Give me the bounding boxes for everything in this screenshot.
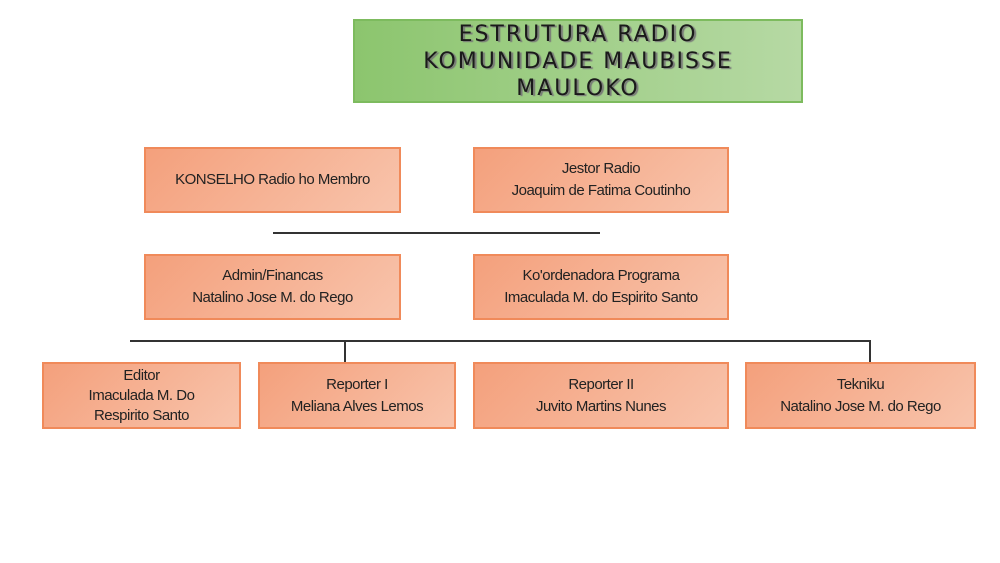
box-role: Jestor Radio xyxy=(561,160,641,177)
title-line: MAULOKO xyxy=(516,75,640,101)
box-role: Admin/Financas xyxy=(222,267,323,284)
box-person: Imaculada M. do Espirito Santo xyxy=(504,289,698,306)
connector-line xyxy=(273,232,600,234)
box-role: Reporter I xyxy=(326,375,388,393)
box-role: Editor xyxy=(123,366,160,384)
box-person: Natalino Jose M. do Rego xyxy=(192,289,353,306)
box-koordenadora: Ko'ordenadora Programa Imaculada M. do E… xyxy=(473,254,729,320)
title-line: ESTRUTURA RADIO xyxy=(458,21,698,47)
box-person: Meliana Alves Lemos xyxy=(290,397,424,415)
box-role: Tekniku xyxy=(836,375,885,393)
box-editor: Editor Imaculada M. Do Respirito Santo xyxy=(42,362,241,429)
box-reporter-2: Reporter II Juvito Martins Nunes xyxy=(473,362,729,429)
box-text: KONSELHO Radio ho Membro xyxy=(175,171,370,188)
box-person: Respirito Santo xyxy=(93,406,190,424)
box-role: Reporter II xyxy=(568,375,634,393)
connector-line xyxy=(130,340,871,342)
box-person: Natalino Jose M. do Rego xyxy=(780,397,941,415)
connector-line xyxy=(869,340,871,362)
box-konselho: KONSELHO Radio ho Membro xyxy=(144,147,401,213)
title-line: KOMUNIDADE MAUBISSE xyxy=(423,48,733,74)
box-role: Ko'ordenadora Programa xyxy=(522,267,680,284)
box-person: Joaquim de Fatima Coutinho xyxy=(511,182,691,199)
connector-line xyxy=(344,340,346,362)
box-person: Imaculada M. Do xyxy=(88,386,195,404)
chart-title: ESTRUTURA RADIO KOMUNIDADE MAUBISSE MAUL… xyxy=(353,19,803,103)
box-tekniku: Tekniku Natalino Jose M. do Rego xyxy=(745,362,976,429)
box-admin: Admin/Financas Natalino Jose M. do Rego xyxy=(144,254,401,320)
box-jestor: Jestor Radio Joaquim de Fatima Coutinho xyxy=(473,147,729,213)
box-person: Juvito Martins Nunes xyxy=(535,397,667,415)
box-reporter-1: Reporter I Meliana Alves Lemos xyxy=(258,362,456,429)
